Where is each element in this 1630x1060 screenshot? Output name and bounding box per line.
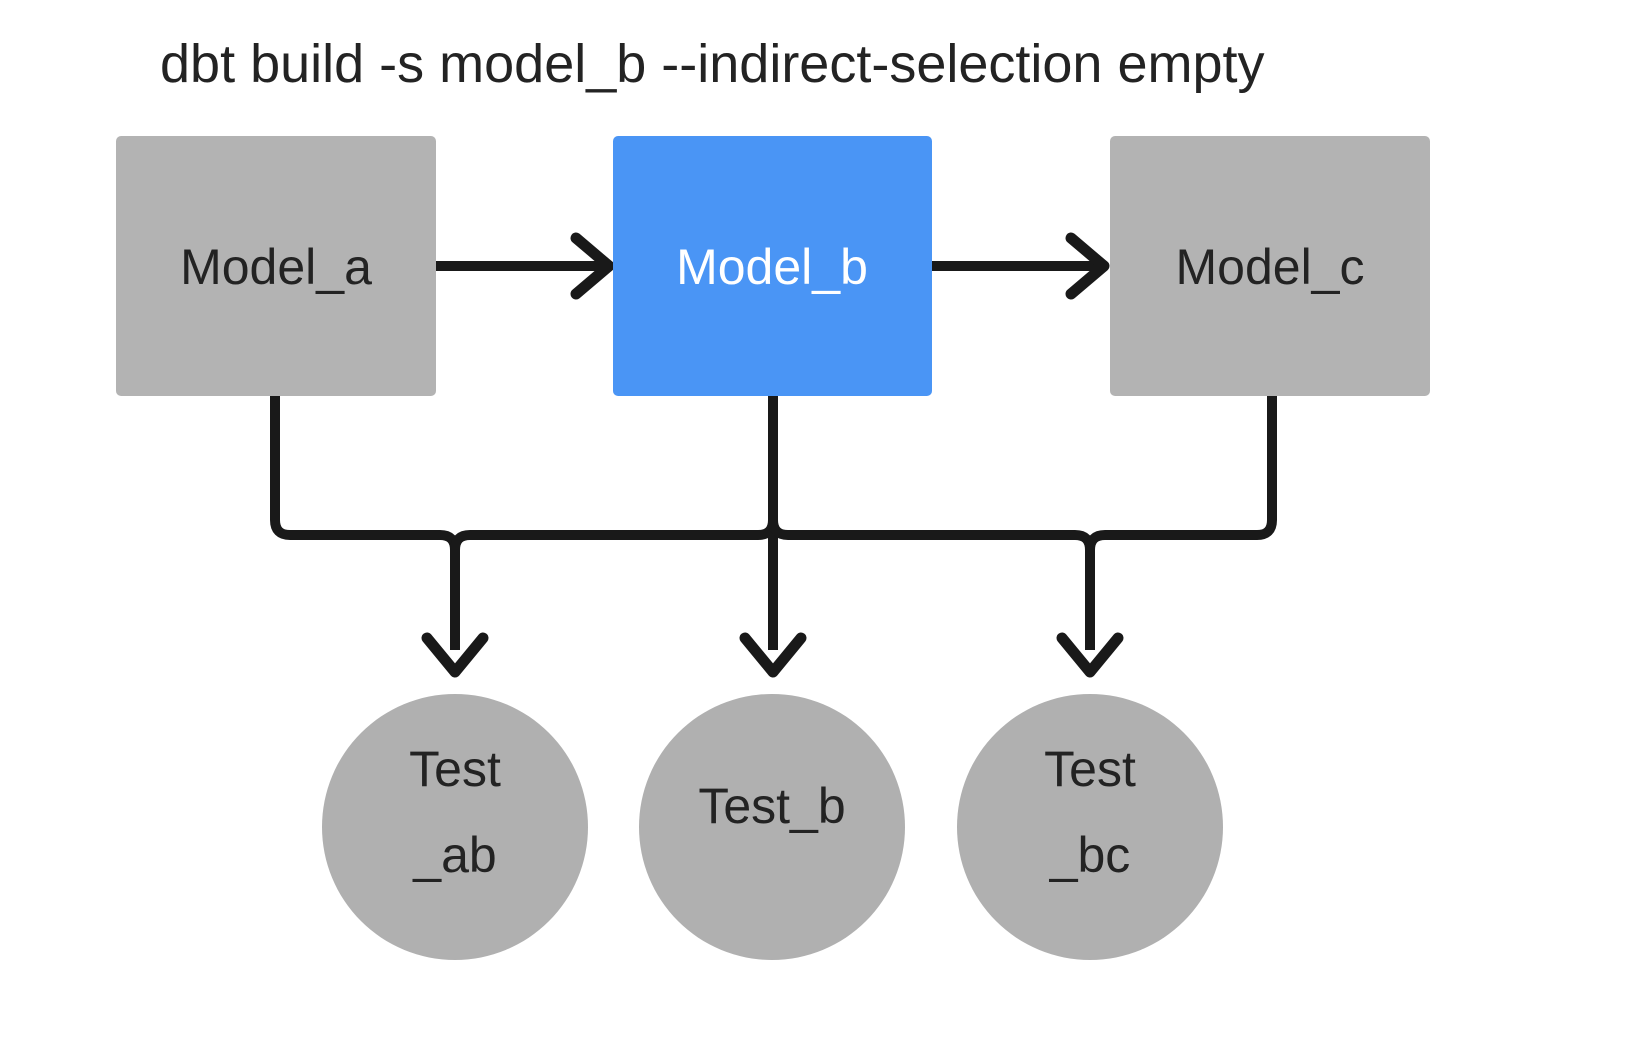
- test-ab-circle[interactable]: [322, 694, 588, 960]
- edge-model-c-to-test-bc: [1085, 396, 1277, 650]
- edge-model-b-to-test-ab: [450, 396, 778, 650]
- model-b-rect[interactable]: [613, 136, 932, 396]
- edge-model-b-to-test-bc: [768, 396, 1095, 650]
- model-a-label: Model_a: [180, 239, 372, 295]
- model-c-rect[interactable]: [1110, 136, 1430, 396]
- arrowhead-to-test-ab: [421, 632, 489, 678]
- edge-layer: [270, 232, 1277, 678]
- test-bc-label-line1: Test: [1044, 741, 1136, 797]
- node-test-ab[interactable]: Test _ab: [322, 694, 588, 960]
- arrowhead-to-test-bc: [1056, 632, 1124, 678]
- test-bc-label-line2: _bc: [1049, 827, 1131, 883]
- diagram-title: dbt build -s model_b --indirect-selectio…: [160, 34, 1265, 94]
- test-b-circle[interactable]: [639, 694, 905, 960]
- model-c-label: Model_c: [1176, 239, 1365, 295]
- arrowhead-to-test-b: [739, 632, 807, 678]
- arrowhead-model-a-to-model-b: [570, 232, 615, 300]
- test-ab-label-line2: _ab: [412, 827, 496, 883]
- node-model-b[interactable]: Model_b: [613, 136, 932, 396]
- model-b-label: Model_b: [676, 239, 868, 295]
- node-test-b[interactable]: Test_b: [639, 694, 905, 960]
- test-b-label-line1: Test_b: [698, 778, 845, 834]
- test-ab-label-line1: Test: [409, 741, 501, 797]
- arrowhead-model-b-to-model-c: [1065, 232, 1110, 300]
- edge-model-a-to-test-ab: [270, 396, 460, 650]
- test-bc-circle[interactable]: [957, 694, 1223, 960]
- node-model-a[interactable]: Model_a: [116, 136, 436, 396]
- model-a-rect[interactable]: [116, 136, 436, 396]
- node-model-c[interactable]: Model_c: [1110, 136, 1430, 396]
- node-test-bc[interactable]: Test _bc: [957, 694, 1223, 960]
